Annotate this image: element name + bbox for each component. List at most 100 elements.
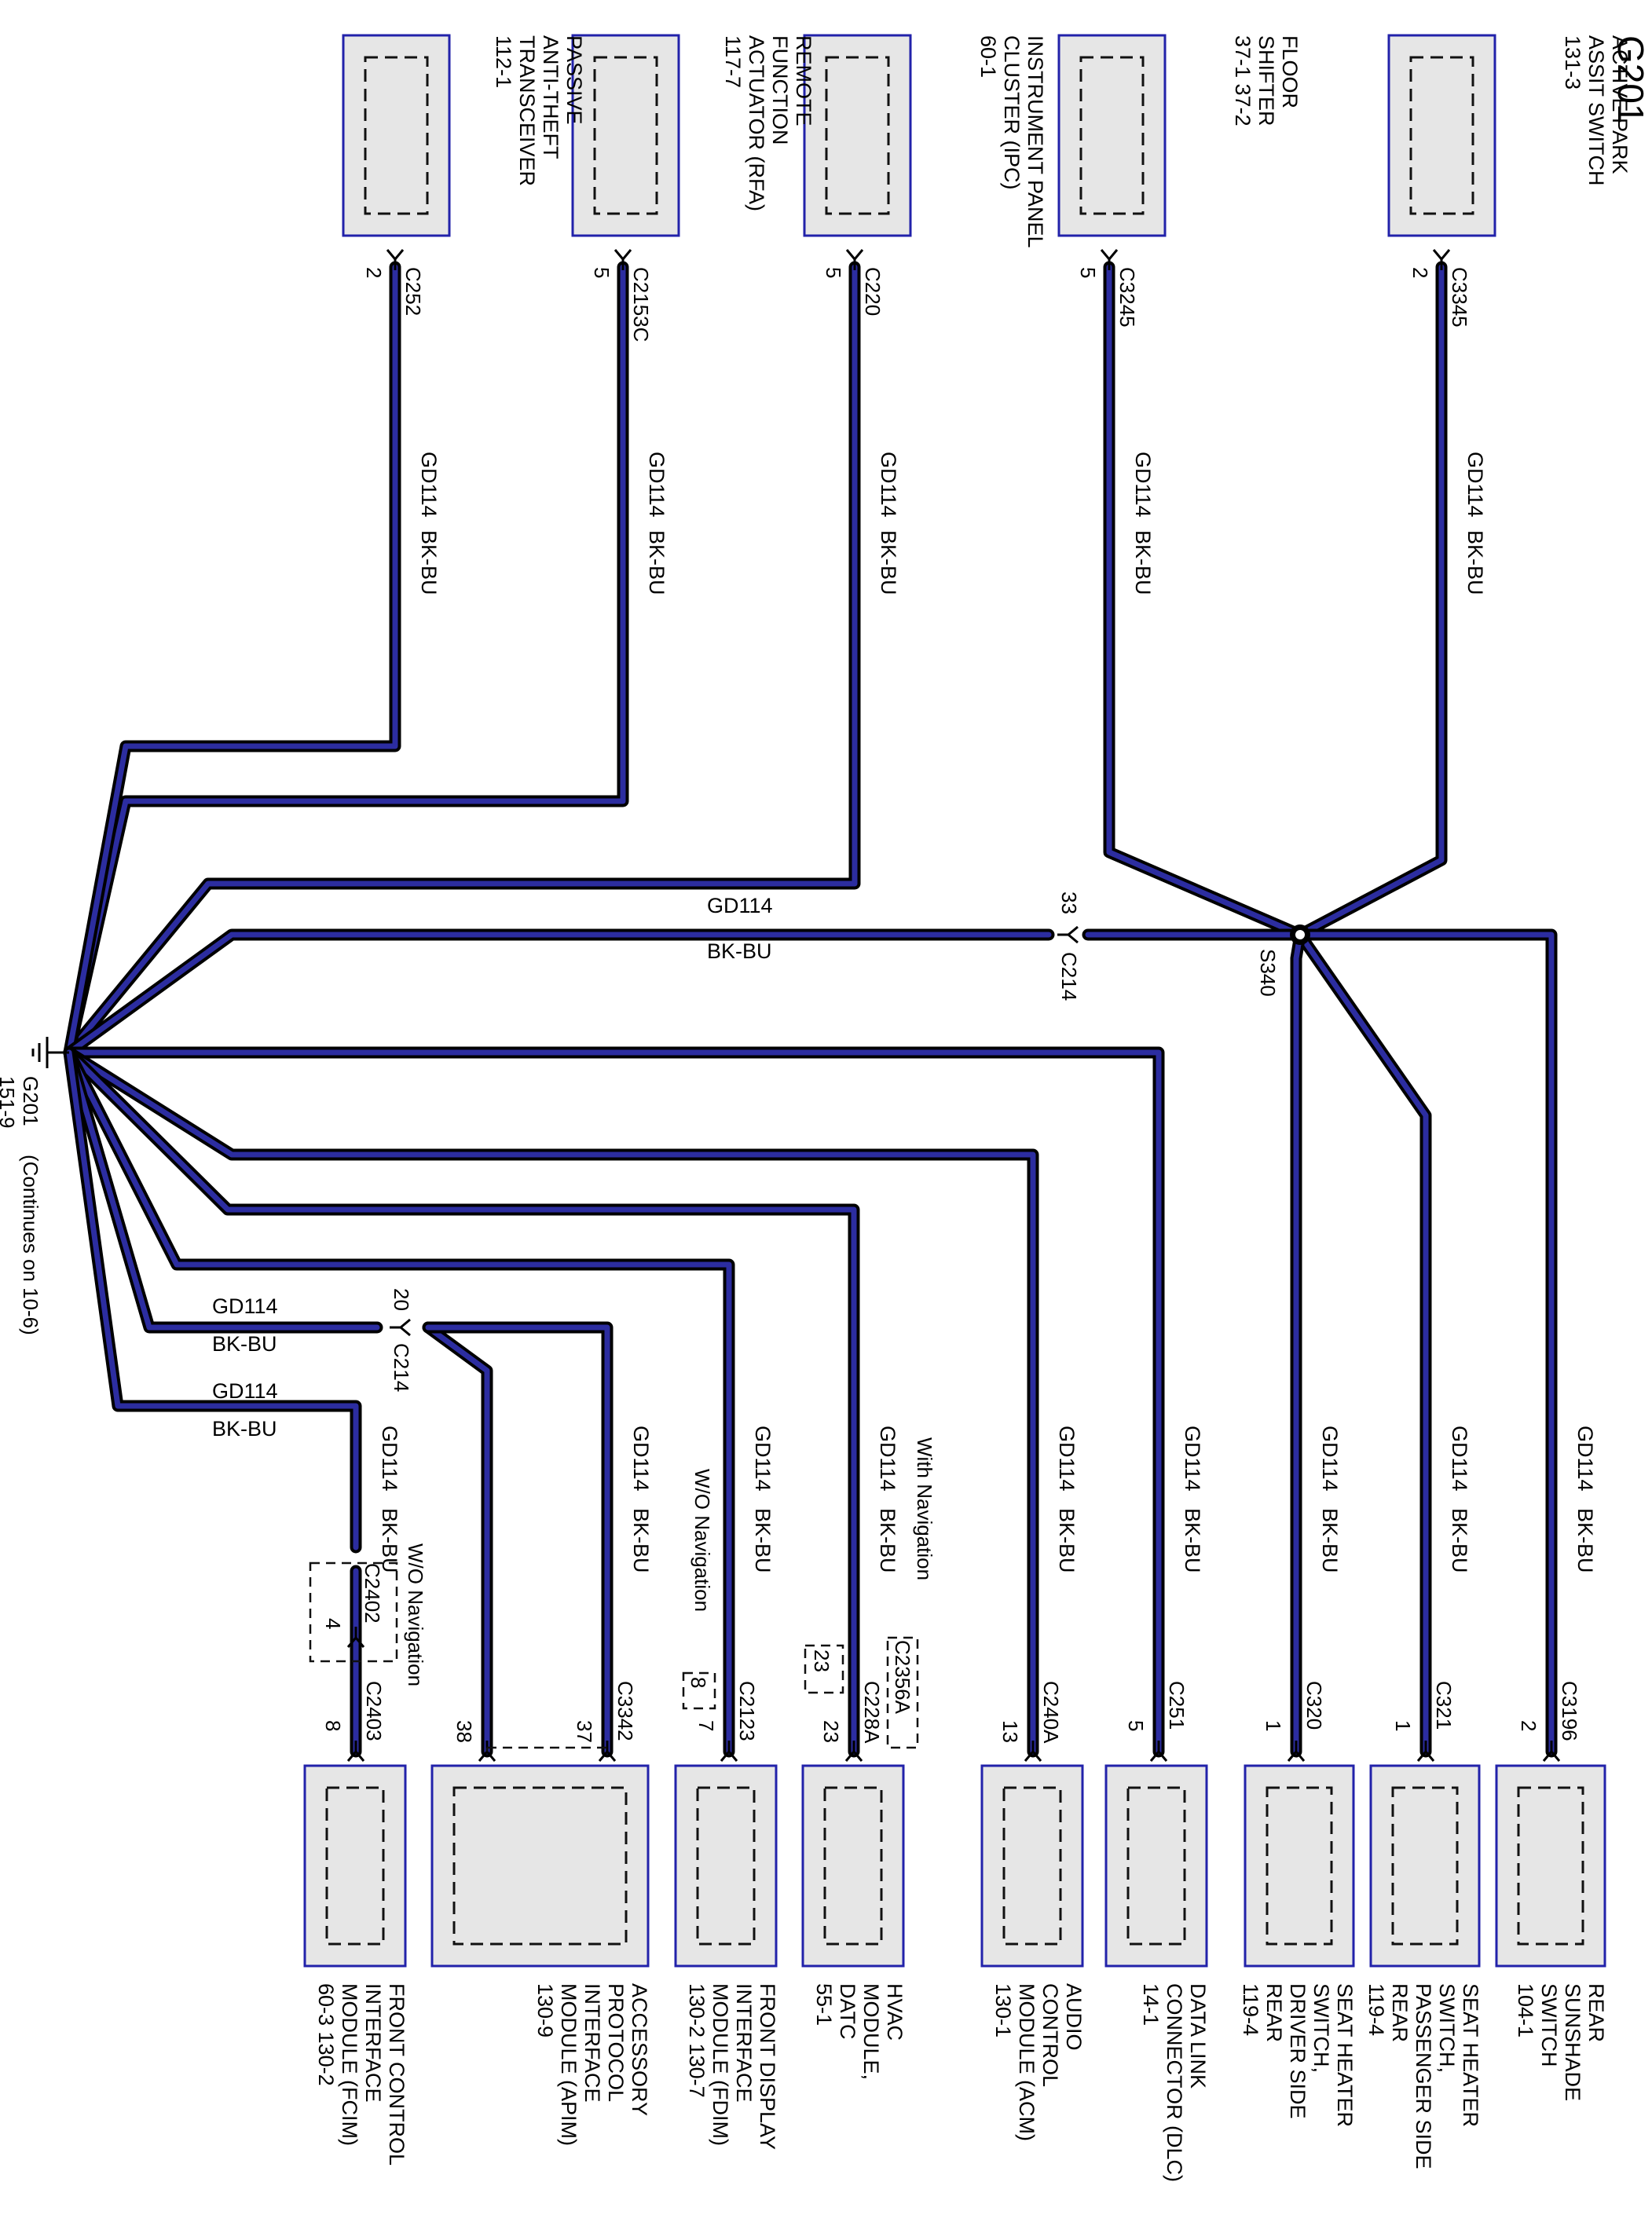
splice-s340-center	[1295, 930, 1305, 939]
connector-rss: C3196	[1558, 1681, 1581, 1741]
connector-fdim: C2123	[735, 1681, 759, 1741]
component-fdim	[674, 1764, 778, 1968]
label-apim-0: ACCESSORY	[628, 1983, 651, 2116]
fcim-inline-pin: 4	[321, 1618, 345, 1629]
pin-number-fcim: 8	[321, 1720, 345, 1731]
circuit-fs: GD114	[1131, 452, 1155, 518]
wire-hvac	[63, 1046, 860, 1758]
color-pats: BK-BU	[417, 530, 441, 595]
ground-ref: 151-9	[0, 1076, 19, 1129]
c214b-pin: 20	[390, 1288, 413, 1311]
component-pats	[342, 34, 451, 237]
label-fcim-2: MODULE (FCIM)	[338, 1983, 361, 2146]
label-rfa-3: 117-7	[721, 35, 745, 88]
c214-33-mark	[1057, 925, 1079, 944]
hvac-note: With Navigation	[913, 1437, 936, 1580]
label-fcim-0: FRONT CONTROL	[385, 1983, 408, 2166]
pin-number-fs: 5	[1076, 267, 1100, 278]
component-acm	[980, 1764, 1084, 1968]
label-fs-2: 37-1 37-2	[1231, 35, 1255, 126]
label-acm-0: AUDIO	[1062, 1983, 1086, 2051]
circuit-apim: GD114	[629, 1426, 653, 1492]
label-acm-2: MODULE (ACM)	[1015, 1983, 1038, 2141]
label-apa-2: 131-3	[1561, 35, 1584, 90]
fdim-alt-pin-box	[682, 1671, 716, 1710]
c214a-color: BK-BU	[707, 939, 772, 963]
hvac-alt-connector: C2356A	[891, 1640, 914, 1715]
label-dlc-0: DATA LINK	[1186, 1983, 1210, 2089]
pin-rss	[1542, 1741, 1561, 1762]
color-ipc: BK-BU	[877, 530, 900, 595]
wire-acm	[63, 1046, 1039, 1758]
color-apa: BK-BU	[1463, 530, 1487, 595]
c214a-circuit: GD114	[707, 894, 773, 917]
connector-ipc: C220	[861, 267, 885, 316]
wire-floor-shifter	[1103, 261, 1306, 941]
label-fcim-3: 60-3 130-2	[314, 1983, 338, 2086]
connector-dlc: C251	[1165, 1681, 1189, 1730]
circuit-hvac: GD114	[876, 1426, 899, 1492]
pin-number-apa: 2	[1408, 267, 1432, 278]
label-shd-2: DRIVER SIDE	[1286, 1983, 1310, 2119]
pin-pats	[386, 249, 405, 270]
wire-seat-heater-driver	[1290, 928, 1306, 1758]
wire-dlc	[63, 1046, 1165, 1758]
label-shp-1: SWITCH,	[1435, 1983, 1459, 2073]
color-shd: BK-BU	[1318, 1508, 1342, 1573]
c214-20-mark	[390, 1318, 411, 1337]
pin-number-shp: 1	[1391, 1720, 1415, 1731]
hvac-alt-pin: 23	[810, 1649, 833, 1672]
label-fdim-0: FRONT DISPLAY	[756, 1983, 779, 2150]
label-apa-1: ASSIT SWITCH	[1584, 35, 1608, 186]
pin-rfa	[614, 249, 632, 270]
pin-number-shd: 1	[1262, 1720, 1285, 1731]
pin-fs	[1100, 249, 1119, 270]
component-apa	[1387, 34, 1496, 237]
wire-rear-sunshade	[1294, 928, 1558, 1758]
label-fdim-3: 130-2 130-7	[685, 1983, 709, 2098]
pin-apim	[598, 1741, 617, 1762]
label-fdim-1: INTERFACE	[732, 1983, 756, 2103]
connector-apim: C3342	[614, 1681, 637, 1741]
label-ipc-1: CLUSTER (IPC)	[1000, 35, 1024, 190]
label-fs-1: SHIFTER	[1255, 35, 1278, 126]
component-dlc	[1104, 1764, 1208, 1968]
color-dlc: BK-BU	[1181, 1508, 1204, 1573]
ground-symbol	[31, 1037, 69, 1068]
label-shd-4: 119-4	[1239, 1983, 1262, 2036]
ground-note: (Continues on 10-6)	[19, 1155, 42, 1335]
fcim-inline-connector: C2402	[361, 1563, 384, 1624]
label-acm-3: 130-1	[991, 1983, 1015, 2037]
color-hvac: BK-BU	[876, 1508, 899, 1573]
label-rfa-0: REMOTE	[792, 35, 815, 126]
pin-number-hvac: 23	[819, 1720, 843, 1743]
pin-dlc	[1149, 1741, 1168, 1762]
hvac-alt-pin-box	[804, 1644, 844, 1694]
label-pats-2: TRANSCEIVER	[515, 35, 539, 186]
label-apim-1: PROTOCOL	[604, 1983, 628, 2102]
label-apim-4: 130-9	[533, 1983, 557, 2037]
splice-label: S340	[1256, 949, 1280, 997]
c214a-name: C214	[1057, 952, 1081, 1001]
c214b-color: BK-BU	[212, 1332, 277, 1356]
label-ipc-0: INSTRUMENT PANEL	[1024, 35, 1047, 248]
ground-name: G201	[19, 1076, 42, 1126]
circuit-dlc: GD114	[1181, 1426, 1204, 1492]
connector-shd: C320	[1302, 1681, 1326, 1730]
pin-number-pats: 2	[362, 267, 386, 278]
color-apim: BK-BU	[629, 1508, 653, 1573]
color-fs: BK-BU	[1131, 530, 1155, 595]
connector-fcim: C2403	[362, 1681, 386, 1741]
wire-pats	[63, 261, 401, 1059]
label-ipc-2: 60-1	[976, 35, 1000, 78]
label-rss-3: 104-1	[1514, 1983, 1537, 2037]
component-rfa	[571, 34, 680, 237]
circuit-acm: GD114	[1055, 1426, 1079, 1492]
connector-acm: C240A	[1039, 1681, 1063, 1744]
fcim-inline-mark	[346, 1627, 365, 1648]
connector-fs: C3245	[1115, 267, 1139, 328]
circuit-shp: GD114	[1448, 1426, 1471, 1492]
pin-number-ipc: 5	[822, 267, 845, 278]
color-acm: BK-BU	[1055, 1508, 1079, 1573]
wire-c214-to-ground	[63, 928, 1055, 1059]
